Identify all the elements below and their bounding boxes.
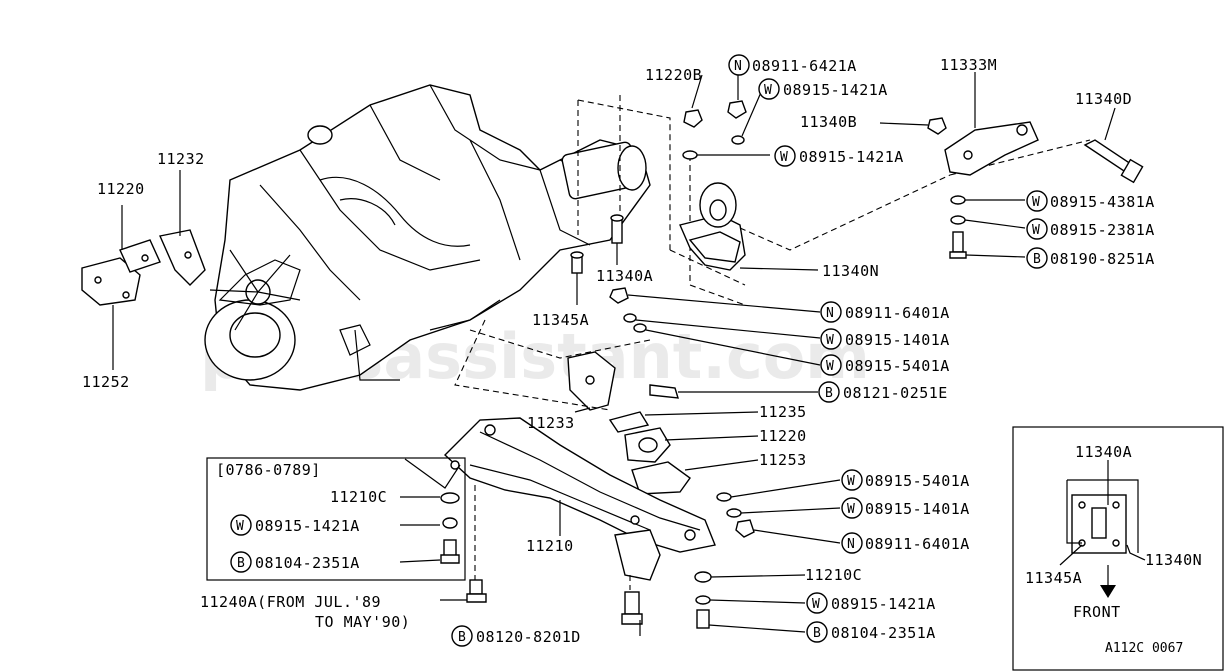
label-11232: 11232 (157, 150, 205, 168)
crossmember-illustration (443, 417, 716, 629)
inset-label-11340N: 11340N (1145, 551, 1202, 569)
callout-w-icon: W (764, 83, 772, 98)
label-11240A-line1: 11240A(FROM JUL.'89 (200, 593, 381, 611)
label-08911-6421A: 08911-6421A (752, 57, 857, 75)
label-08911-6401A-top: 08911-6401A (845, 304, 950, 322)
callout-w-icon: W (236, 519, 244, 534)
callout-b-icon: B (237, 556, 245, 571)
label-11220-left: 11220 (97, 180, 145, 198)
label-08190-8251A: 08190-8251A (1050, 250, 1155, 268)
diagram-code: A112C 0067 (1105, 641, 1183, 656)
label-08915-1421A-left: 08915-1421A (255, 517, 360, 535)
inset-label-11345A: 11345A (1025, 569, 1082, 587)
callout-n-icon: N (847, 537, 855, 552)
label-11220B: 11220B (645, 66, 702, 84)
label-11340D: 11340D (1075, 90, 1132, 108)
callout-w-icon: W (847, 474, 855, 489)
label-08915-1401A-bot: 08915-1401A (865, 500, 970, 518)
callout-n-icon: N (826, 306, 834, 321)
left-mount-assembly (81, 170, 206, 370)
label-11220-right: 11220 (759, 427, 807, 445)
callout-w-icon: W (826, 359, 834, 374)
arrow-down-icon (1100, 585, 1116, 598)
label-08915-2381A: 08915-2381A (1050, 221, 1155, 239)
label-08121-0251E: 08121-0251E (843, 384, 948, 402)
label-11253: 11253 (759, 451, 807, 469)
label-08120-8201D: 08120-8201D (476, 628, 581, 646)
washer-icon (442, 517, 458, 529)
right-engine-mount-assembly (570, 95, 1144, 306)
label-inset-date-range: [0786-0789] (216, 461, 321, 479)
label-11210C-right: 11210C (805, 566, 862, 584)
label-11252: 11252 (82, 373, 130, 391)
callout-w-icon: W (812, 597, 820, 612)
callout-w-icon: W (780, 150, 788, 165)
label-08915-5401A-bot: 08915-5401A (865, 472, 970, 490)
label-08911-6401A-bot: 08911-6401A (865, 535, 970, 553)
label-11233: 11233 (527, 414, 575, 432)
label-08915-4381A: 08915-4381A (1050, 193, 1155, 211)
label-11210: 11210 (526, 537, 574, 555)
callout-b-icon: B (458, 630, 466, 645)
label-11340A: 11340A (596, 267, 653, 285)
callout-w-icon: W (1032, 223, 1040, 238)
label-08915-1421A-top: 08915-1421A (783, 81, 888, 99)
label-11210C-left: 11210C (330, 488, 387, 506)
callout-b-icon: B (1033, 252, 1041, 267)
callout-w-icon: W (847, 502, 855, 517)
label-11333M: 11333M (940, 56, 997, 74)
leader-lines (399, 72, 1116, 636)
callout-w-icon: W (826, 333, 834, 348)
part-labels: 11220B N 08911-6421A W 08915-1421A 11333… (82, 54, 1202, 656)
front-view-inset-box (1012, 426, 1224, 671)
left-inset-box (206, 457, 466, 581)
label-11340N: 11340N (822, 262, 879, 280)
washer-icon (440, 492, 460, 504)
label-08915-1421A-mid: 08915-1421A (799, 148, 904, 166)
callout-b-icon: B (825, 386, 833, 401)
label-08915-5401A-top: 08915-5401A (845, 357, 950, 375)
label-11240A-line2: TO MAY'90) (315, 613, 410, 631)
callout-w-icon: W (1032, 195, 1040, 210)
callout-n-icon: N (734, 59, 742, 74)
inset-label-front: FRONT (1073, 603, 1121, 621)
label-08915-1421A-right: 08915-1421A (831, 595, 936, 613)
inset-label-11340A: 11340A (1075, 443, 1132, 461)
label-11340B: 11340B (800, 113, 857, 131)
inset-mount-drawing (1059, 460, 1146, 598)
label-11235: 11235 (759, 403, 807, 421)
label-08915-1401A-top: 08915-1401A (845, 331, 950, 349)
engine-block-illustration (204, 84, 651, 391)
label-08104-2351A-right: 08104-2351A (831, 624, 936, 642)
label-11345A: 11345A (532, 311, 589, 329)
callout-b-icon: B (813, 626, 821, 641)
label-08104-2351A-left: 08104-2351A (255, 554, 360, 572)
